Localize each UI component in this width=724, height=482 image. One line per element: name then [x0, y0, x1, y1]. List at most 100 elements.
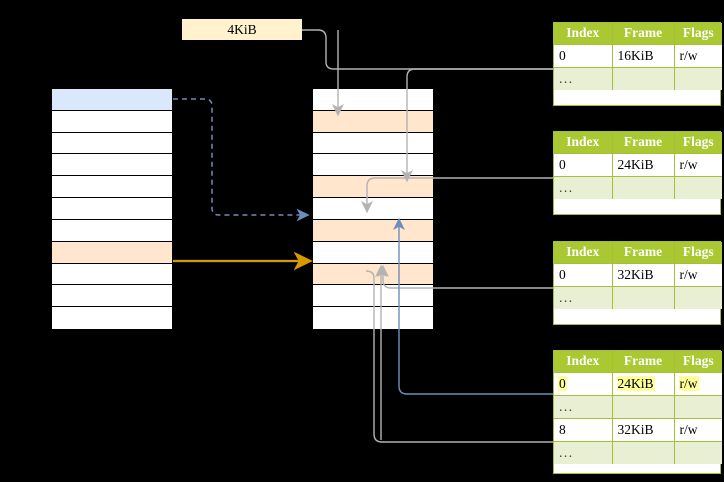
column-header-frame: Frame: [611, 242, 675, 265]
physical-frame-cell-3: [313, 154, 433, 177]
cell-index: 0: [554, 153, 613, 178]
cell-index: 0: [554, 44, 613, 69]
table-row[interactable]: ...: [554, 441, 722, 465]
cell-index: ...: [554, 395, 613, 420]
cell-flags: [673, 67, 722, 91]
column-header-flags: Flags: [673, 242, 722, 265]
virtual-page-cell-9: [52, 285, 172, 308]
physical-frame-cell-4: [313, 176, 433, 199]
cell-text: r/w: [679, 266, 698, 282]
cell-index: 8: [554, 418, 613, 443]
cell-index: ...: [554, 67, 613, 91]
cell-text: r/w: [678, 375, 699, 392]
cell-text: 24KiB: [616, 375, 655, 392]
column-header-frame: Frame: [611, 132, 675, 155]
physical-frame-cell-2: [313, 132, 433, 155]
physical-frame-cell-5: [313, 198, 433, 220]
table-row[interactable]: 0 16KiB r/w: [554, 44, 722, 69]
connector-4kib-to-table1: [302, 29, 553, 70]
virtual-page-cell-4: [52, 176, 172, 199]
cell-index: ...: [554, 286, 613, 310]
cell-text: ...: [559, 70, 574, 86]
table-row[interactable]: ...: [554, 67, 722, 91]
cell-index: 0: [554, 263, 613, 288]
cell-text: 0: [559, 156, 566, 172]
column-header-flags: Flags: [673, 351, 722, 374]
table-row[interactable]: ...: [554, 395, 722, 420]
physical-frame-cell-9: [313, 285, 433, 308]
cell-flags: r/w: [673, 44, 722, 69]
cell-text: ...: [559, 179, 574, 195]
size-label-4kib: 4KiB: [182, 19, 302, 40]
cell-flags: [673, 441, 722, 465]
cell-text: 0: [559, 266, 566, 282]
virtual-page-cell-3: [52, 154, 172, 177]
cell-flags: r/w: [673, 372, 722, 397]
table-row[interactable]: ...: [554, 176, 722, 200]
cell-text: r/w: [679, 421, 698, 437]
table-row[interactable]: ...: [554, 286, 722, 310]
cell-frame: 24KiB: [611, 153, 675, 178]
virtual-page-cell-7: [52, 241, 172, 264]
cell-flags: r/w: [673, 153, 722, 178]
cell-text: r/w: [679, 156, 698, 172]
cell-text: 32KiB: [617, 266, 654, 282]
physical-frame-cell-7: [313, 241, 433, 264]
cell-text: 0: [558, 375, 567, 392]
cell-flags: r/w: [673, 418, 722, 443]
table-row[interactable]: 0 24KiB r/w: [554, 153, 722, 178]
cell-text: 32KiB: [617, 421, 654, 437]
cell-index: ...: [554, 176, 613, 200]
cell-text: ...: [559, 398, 574, 414]
cell-text: r/w: [679, 47, 698, 63]
virtual-page-cell-0: [52, 89, 172, 111]
table-row[interactable]: 0 32KiB r/w: [554, 263, 722, 288]
table-row[interactable]: 8 32KiB r/w: [554, 418, 722, 443]
table-row[interactable]: 0 24KiB r/w: [554, 372, 722, 397]
size-label-text: 4KiB: [227, 21, 257, 37]
virtual-page-cell-1: [52, 110, 172, 133]
cell-text: ...: [559, 289, 574, 305]
physical-frame-cell-8: [313, 263, 433, 286]
virtual-page-cell-2: [52, 132, 172, 155]
cell-frame: 24KiB: [611, 372, 675, 397]
column-header-flags: Flags: [673, 23, 722, 46]
virtual-page-cell-8: [52, 263, 172, 286]
cell-flags: [673, 395, 722, 420]
cell-text: ...: [559, 444, 574, 460]
cell-text: 8: [559, 421, 566, 437]
cell-text: 24KiB: [617, 156, 654, 172]
physical-frame-cell-10: [313, 307, 433, 329]
cell-flags: r/w: [673, 263, 722, 288]
column-header-frame: Frame: [611, 351, 675, 374]
cell-frame: 16KiB: [611, 44, 675, 69]
cell-index: ...: [554, 441, 613, 465]
cell-frame: [611, 395, 675, 420]
physical-frame-cell-6: [313, 219, 433, 242]
cell-frame: 32KiB: [611, 263, 675, 288]
virtual-address-space-column: [51, 88, 173, 330]
column-header-index: Index: [554, 351, 613, 374]
cell-frame: [611, 286, 675, 310]
cell-text: 0: [559, 47, 566, 63]
cell-flags: [673, 286, 722, 310]
physical-memory-column: [312, 88, 434, 330]
virtual-page-cell-5: [52, 198, 172, 220]
column-header-flags: Flags: [673, 132, 722, 155]
virtual-page-cell-10: [52, 307, 172, 329]
cell-text: 16KiB: [617, 47, 654, 63]
column-header-frame: Frame: [611, 23, 675, 46]
column-header-index: Index: [554, 23, 613, 46]
